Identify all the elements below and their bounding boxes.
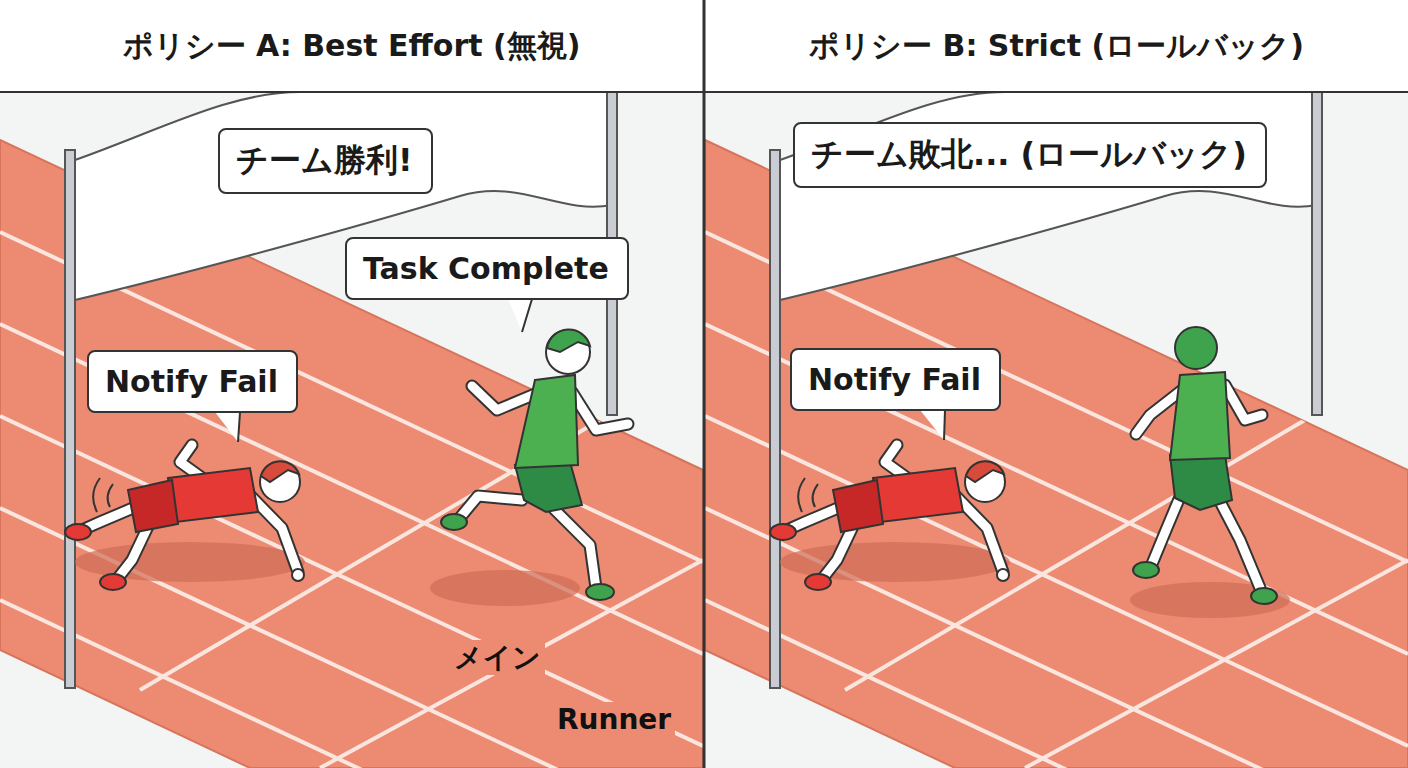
fallen-runner: [770, 445, 1010, 590]
runner-shoe: [441, 514, 467, 530]
speech-bubble: Notify Fail: [790, 348, 1001, 411]
runner-shirt: [515, 375, 578, 468]
finish-banner: [770, 92, 1322, 688]
policy-panel: ポリシー B: Strict (ロールバック) チーム敗北... (ロールバック)…: [705, 0, 1408, 768]
finish-banner: [65, 92, 617, 688]
bubble-text: チーム敗北... (ロールバック): [811, 134, 1249, 176]
track-label: Runner: [553, 702, 675, 737]
speech-bubble: チーム敗北... (ロールバック): [793, 122, 1267, 188]
runner-shorts: [515, 462, 582, 512]
bubble-tail: [920, 410, 945, 440]
bubble-text: Task Complete: [363, 249, 611, 288]
runner-shoe: [1133, 562, 1159, 578]
bubble-text: チーム勝利!: [236, 140, 415, 182]
walking-runner: [1130, 327, 1290, 618]
bubble-tail: [215, 412, 240, 442]
runner-shadow: [430, 570, 580, 606]
speech-bubble: Notify Fail: [87, 350, 298, 413]
track-label: メイン: [450, 640, 545, 675]
speech-bubble: Task Complete: [345, 237, 629, 300]
runner-shadow: [1130, 582, 1290, 618]
policy-panel: ポリシー A: Best Effort (無視) チーム勝利! Task Compl…: [0, 0, 703, 768]
panel-divider: [703, 0, 706, 768]
fallen-runner: [65, 445, 305, 590]
bubble-text: Notify Fail: [105, 362, 280, 401]
runner-head: [546, 330, 590, 374]
runner-shorts: [1170, 455, 1232, 510]
runner-shirt: [1170, 372, 1230, 460]
runner-head: [1175, 327, 1217, 369]
speech-bubble: チーム勝利!: [218, 128, 433, 194]
runner-hair: [547, 330, 590, 352]
panel-heading: ポリシー B: Strict (ロールバック): [705, 0, 1408, 92]
panel-heading: ポリシー A: Best Effort (無視): [0, 0, 703, 92]
running-runner: [430, 330, 628, 606]
bubble-text: Notify Fail: [808, 360, 983, 399]
runner-shoe: [586, 584, 614, 600]
runner-shoe: [1251, 588, 1277, 604]
bubble-tail: [508, 299, 532, 332]
